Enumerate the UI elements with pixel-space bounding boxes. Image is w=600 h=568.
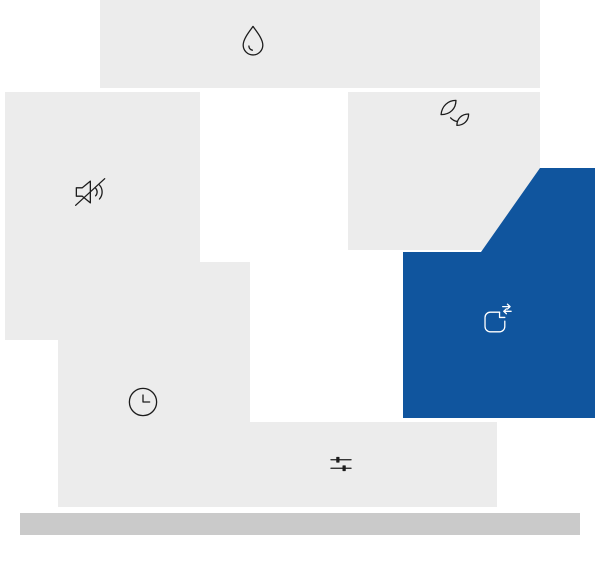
water-drop-icon bbox=[234, 22, 272, 60]
sliders-icon bbox=[326, 449, 356, 479]
tile-adjust-settings[interactable] bbox=[58, 422, 497, 507]
speaker-muted-icon bbox=[69, 171, 111, 213]
tap-swap-icon bbox=[474, 301, 516, 343]
scrollbar[interactable] bbox=[20, 513, 580, 535]
tile-water[interactable] bbox=[100, 0, 540, 88]
tile-time[interactable] bbox=[58, 262, 250, 422]
clock-icon bbox=[124, 383, 162, 421]
leaves-icon bbox=[436, 95, 474, 133]
